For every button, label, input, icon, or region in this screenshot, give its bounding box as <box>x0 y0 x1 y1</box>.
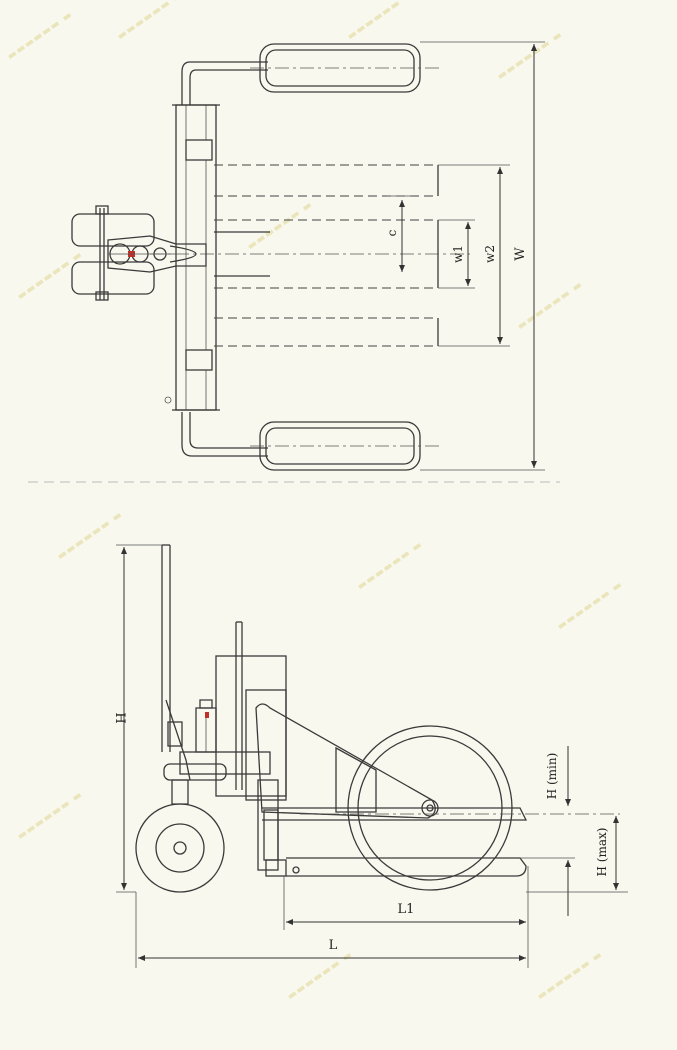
front-wheel <box>135 763 227 893</box>
handle-mast <box>161 544 191 781</box>
dim-label-c: c <box>385 229 399 236</box>
dim-w2: w2 <box>438 164 510 347</box>
svg-text:▬▬▬▬▬▬ ▬: ▬▬▬▬▬▬ ▬ <box>285 949 355 1002</box>
wheel-bottom <box>250 421 440 471</box>
svg-text:▬▬▬▬▬▬ ▬: ▬▬▬▬▬▬ ▬ <box>5 9 75 62</box>
svg-text:▬▬▬▬▬▬ ▬: ▬▬▬▬▬▬ ▬ <box>355 539 425 592</box>
wheel-top <box>250 43 440 93</box>
svg-text:▬▬▬▬▬▬ ▬: ▬▬▬▬▬▬ ▬ <box>535 949 605 1002</box>
dim-label-L: L <box>329 938 338 953</box>
svg-text:▬▬▬▬▬▬ ▬: ▬▬▬▬▬▬ ▬ <box>115 0 185 42</box>
dim-label-L1: L1 <box>398 902 415 917</box>
svg-text:▬▬▬▬▬▬ ▬: ▬▬▬▬▬▬ ▬ <box>345 0 415 42</box>
dim-label-H-min: H (min) <box>545 753 559 800</box>
dim-label-H-max: H (max) <box>595 828 609 877</box>
frame-arms <box>164 61 268 457</box>
svg-text:▬▬▬▬▬▬ ▬: ▬▬▬▬▬▬ ▬ <box>15 789 85 842</box>
watermark-pattern: ▬▬▬▬▬▬ ▬ ▬▬▬▬▬▬ ▬ ▬▬▬▬▬▬ ▬ ▬▬▬▬▬▬ ▬ ▬▬▬▬… <box>5 0 625 1002</box>
dim-L1: L1 <box>283 866 529 968</box>
handle-assembly <box>71 205 207 301</box>
dim-label-w2: w2 <box>483 245 497 263</box>
dim-L: L <box>135 892 526 968</box>
dim-c: c <box>385 195 412 272</box>
svg-text:▬▬▬▬▬▬ ▬: ▬▬▬▬▬▬ ▬ <box>55 509 125 562</box>
arm-bracket <box>255 703 439 819</box>
dim-H-min: H (min) <box>520 746 575 916</box>
dim-H: H <box>112 544 162 893</box>
dim-W: W <box>420 41 545 471</box>
svg-text:▬▬▬▬▬▬ ▬: ▬▬▬▬▬▬ ▬ <box>245 199 315 252</box>
dim-w1: w1 <box>438 219 475 289</box>
pump-body <box>179 621 287 877</box>
svg-text:▬▬▬▬▬▬ ▬: ▬▬▬▬▬▬ ▬ <box>555 579 625 632</box>
fork-tines <box>150 164 470 347</box>
svg-text:▬▬▬▬▬▬ ▬: ▬▬▬▬▬▬ ▬ <box>515 279 585 332</box>
dim-label-W: W <box>513 247 528 261</box>
dim-label-H: H <box>112 712 127 723</box>
side-view: H H (min) H (max) L1 L <box>112 544 628 968</box>
top-view: c w1 w2 W <box>71 41 545 471</box>
svg-text:▬▬▬▬▬▬ ▬: ▬▬▬▬▬▬ ▬ <box>15 249 85 302</box>
dim-label-w1: w1 <box>451 245 465 263</box>
dim-H-max: H (max) <box>526 816 628 893</box>
svg-text:▬▬▬▬▬▬ ▬: ▬▬▬▬▬▬ ▬ <box>495 29 565 82</box>
fork-side <box>262 807 620 877</box>
